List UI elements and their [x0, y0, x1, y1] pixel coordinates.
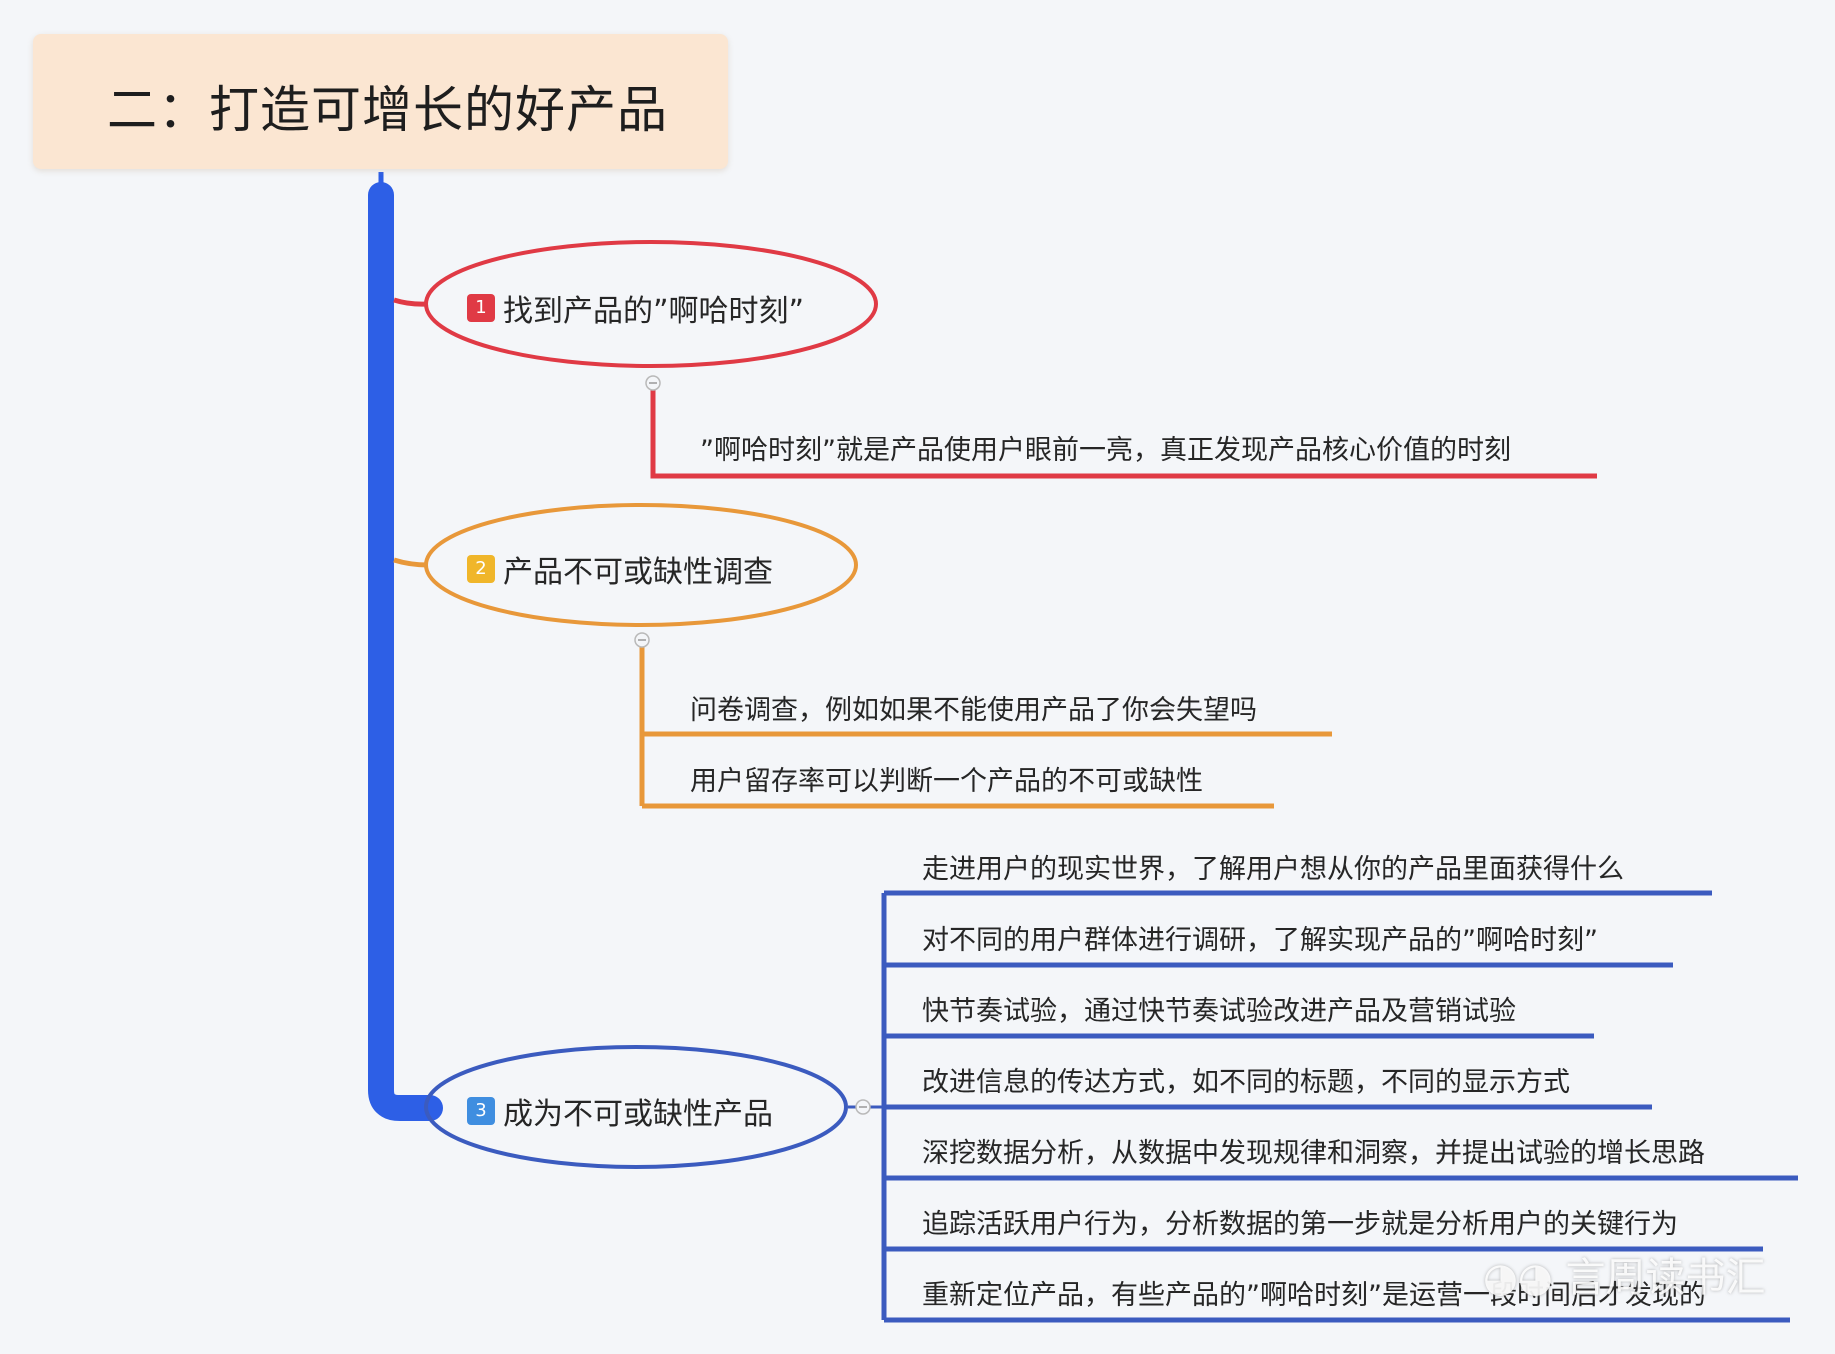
trunk-bar [368, 182, 443, 1121]
wechat-icon: ◕◕ [1483, 1255, 1553, 1301]
watermark: ◕◕ 言周读书汇 [1483, 1245, 1766, 1303]
topic-3-leaf[interactable]: 走进用户的现实世界，了解用户想从你的产品里面获得什么 [922, 854, 1624, 885]
topic-2[interactable]: 2 产品不可或缺性调查 [467, 547, 773, 591]
topic-3-leaf[interactable]: 对不同的用户群体进行调研，了解实现产品的”啊哈时刻” [922, 925, 1598, 956]
topic-ellipse-1 [424, 240, 878, 368]
topic-2-label: 产品不可或缺性调查 [503, 555, 773, 590]
topic-1-label: 找到产品的”啊哈时刻” [503, 294, 805, 329]
topic-3-number-badge: 3 [467, 1097, 495, 1125]
topic-ellipse-2 [424, 503, 858, 627]
red-branch-line [650, 383, 1597, 479]
topic-1-leaf[interactable]: ”啊哈时刻”就是产品使用户眼前一亮，真正发现产品核心价值的时刻 [700, 435, 1511, 466]
topic-2-number-badge: 2 [467, 555, 495, 583]
topic-3-leaf[interactable]: 追踪活跃用户行为，分析数据的第一步就是分析用户的关键行为 [922, 1209, 1678, 1240]
topic-1-number-badge: 1 [467, 294, 495, 322]
topic-2-leaf[interactable]: 问卷调查，例如如果不能使用产品了你会失望吗 [690, 695, 1257, 726]
watermark-text: 言周读书汇 [1565, 1255, 1766, 1301]
branch-connector-1 [393, 297, 429, 307]
topic-2-leaf[interactable]: 用户留存率可以判断一个产品的不可或缺性 [690, 766, 1203, 797]
topic-3-leaf[interactable]: 改进信息的传达方式，如不同的标题，不同的显示方式 [922, 1067, 1570, 1098]
branch-connector-2 [393, 557, 429, 568]
page-title: 二：打造可增长的好产品 [107, 81, 668, 139]
topic-ellipse-3 [424, 1045, 848, 1169]
topic-3-leaf[interactable]: 深挖数据分析，从数据中发现规律和洞察，并提出试验的增长思路 [922, 1138, 1705, 1169]
topic-3[interactable]: 3 成为不可或缺性产品 [467, 1089, 773, 1133]
title-box[interactable] [33, 34, 728, 169]
topic-3-label: 成为不可或缺性产品 [503, 1097, 773, 1132]
topic-3-leaf[interactable]: 重新定位产品，有些产品的”啊哈时刻”是运营一段时间后才发现的 [922, 1280, 1706, 1311]
topic-1[interactable]: 1 找到产品的”啊哈时刻” [467, 286, 804, 330]
topic-3-leaf[interactable]: 快节奏试验，通过快节奏试验改进产品及营销试验 [922, 996, 1516, 1027]
